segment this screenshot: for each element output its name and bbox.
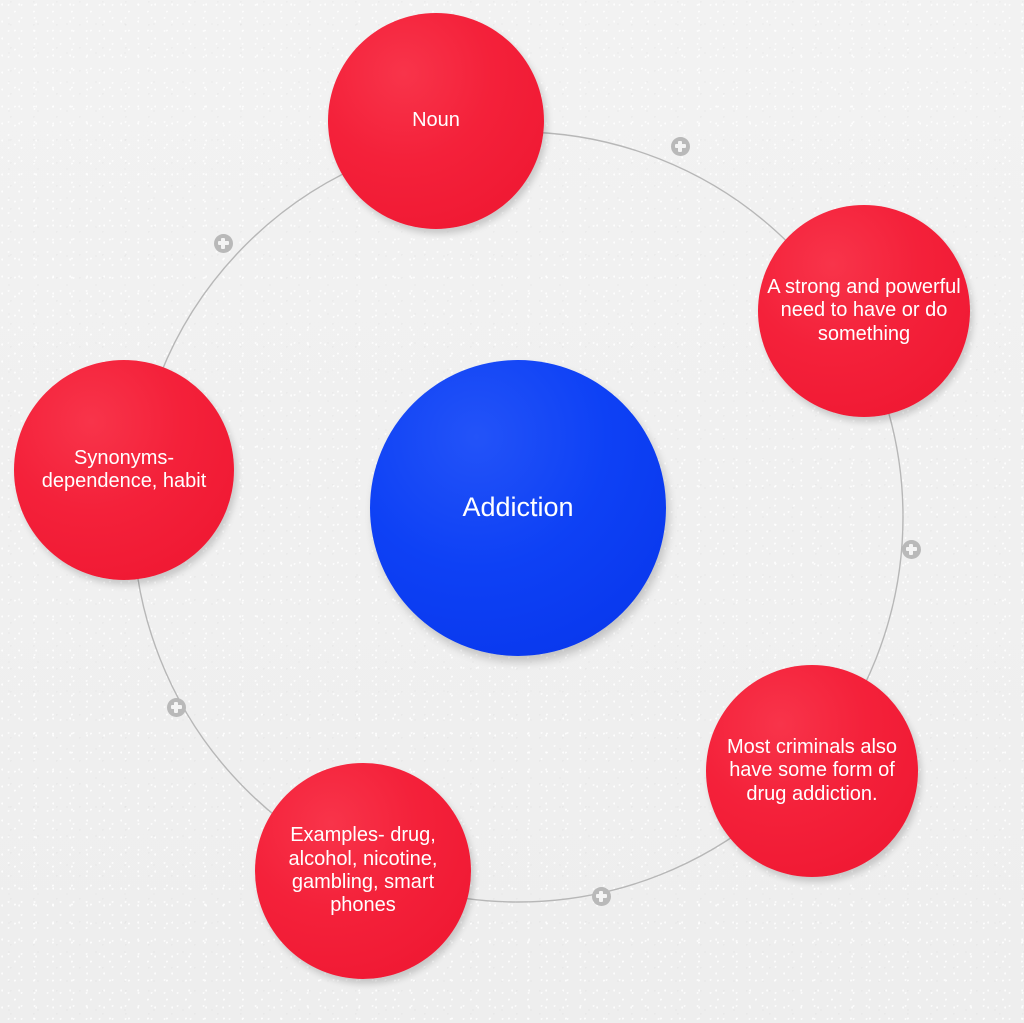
bubble-node-synonyms[interactable]: Synonyms- dependence, habit xyxy=(14,360,234,580)
bubble-node-definition[interactable]: A strong and powerful need to have or do… xyxy=(758,205,970,417)
bubble-label: A strong and powerful need to have or do… xyxy=(767,275,961,345)
plus-icon[interactable] xyxy=(166,697,186,717)
bubble-node-noun[interactable]: Noun xyxy=(328,13,544,229)
bubble-node-fact[interactable]: Most criminals also have some form of dr… xyxy=(706,665,918,877)
bubble-label: Noun xyxy=(412,109,460,132)
plus-icon[interactable] xyxy=(213,233,233,253)
bubble-label: Most criminals also have some form of dr… xyxy=(726,735,898,805)
bubble-node-examples[interactable]: Examples- drug, alcohol, nicotine, gambl… xyxy=(255,763,471,979)
plus-icon[interactable] xyxy=(670,136,690,156)
plus-icon[interactable] xyxy=(901,539,921,559)
bubble-label: Synonyms- dependence, habit xyxy=(41,446,207,492)
plus-icon[interactable] xyxy=(591,886,611,906)
center-label: Addiction xyxy=(462,492,574,523)
bubble-node-center[interactable]: Addiction xyxy=(370,360,666,656)
bubble-label: Examples- drug, alcohol, nicotine, gambl… xyxy=(288,824,438,917)
